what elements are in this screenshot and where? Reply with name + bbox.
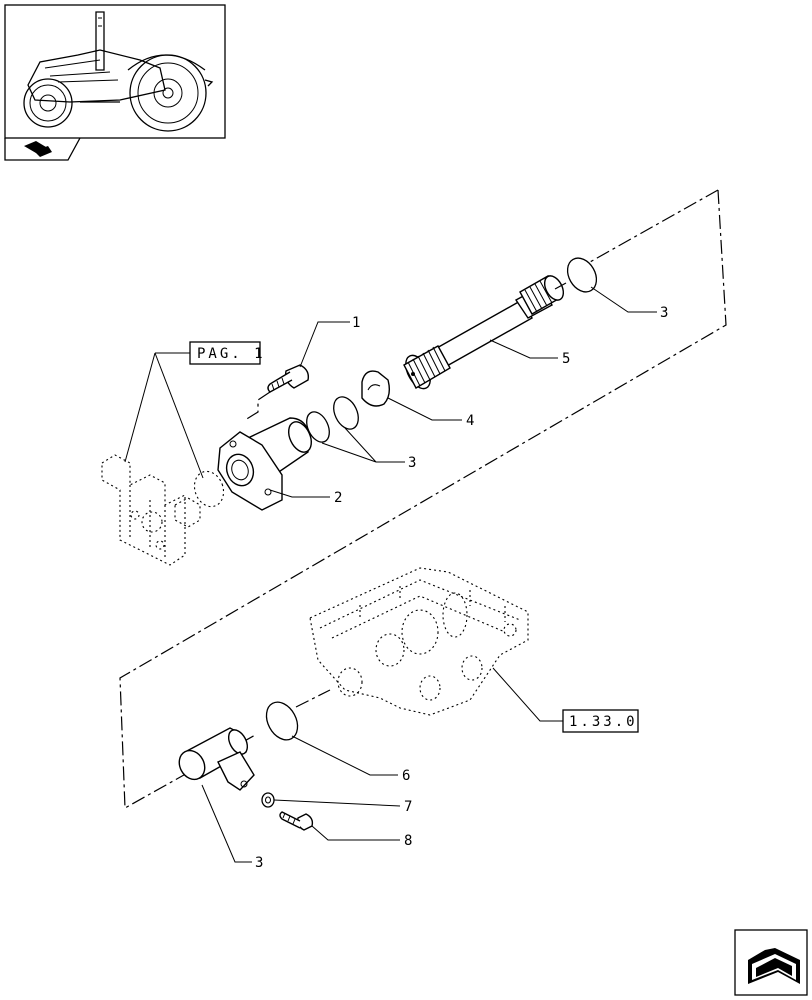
part-8-washer[interactable] xyxy=(261,792,275,808)
part-5-shaft[interactable] xyxy=(401,273,567,393)
callout-1: 1 xyxy=(352,315,360,331)
axis-line-lower xyxy=(295,689,331,708)
pag-reference[interactable]: PAG. 1 xyxy=(124,341,266,479)
part-3-orings-pair[interactable] xyxy=(302,393,363,446)
group-reference-label: 1.33.0 xyxy=(569,714,638,730)
part-2-sleeve[interactable] xyxy=(217,417,316,511)
housing-ghost xyxy=(309,567,529,716)
pag-reference-label: PAG. 1 xyxy=(197,346,266,362)
callout-9: 8 xyxy=(404,833,412,849)
group-boundary xyxy=(119,189,727,810)
part-4-clip[interactable] xyxy=(361,370,391,407)
part-3-oring-upper[interactable] xyxy=(562,253,603,297)
callout-5: 5 xyxy=(562,351,570,367)
tractor-thumbnail[interactable] xyxy=(4,4,226,161)
part-6-sleeve[interactable] xyxy=(174,727,255,791)
tractor-thumbnail-icon xyxy=(23,11,214,132)
callout-3-upper: 3 xyxy=(660,305,668,321)
bracket-ghost xyxy=(101,454,225,566)
next-page-arrow-icon xyxy=(748,948,800,984)
group-reference[interactable]: 1.33.0 xyxy=(492,667,639,733)
book-icon xyxy=(24,141,52,157)
part-1-bolt[interactable] xyxy=(244,364,310,421)
axis-line-upper xyxy=(554,282,567,290)
callout-2: 2 xyxy=(334,490,342,506)
callout-7: 6 xyxy=(402,768,410,784)
callout-8: 7 xyxy=(404,799,412,815)
part-9-screw[interactable] xyxy=(279,811,314,831)
group-boundary-top xyxy=(589,189,719,263)
callout-6: 3 xyxy=(255,855,263,871)
callouts: 1 2 3 3 4 5 6 7 8 3 xyxy=(201,286,668,871)
callout-3-pair: 3 xyxy=(408,455,416,471)
part-7-oring[interactable] xyxy=(260,697,304,745)
callout-4: 4 xyxy=(466,413,474,429)
next-page-button[interactable] xyxy=(734,929,808,996)
